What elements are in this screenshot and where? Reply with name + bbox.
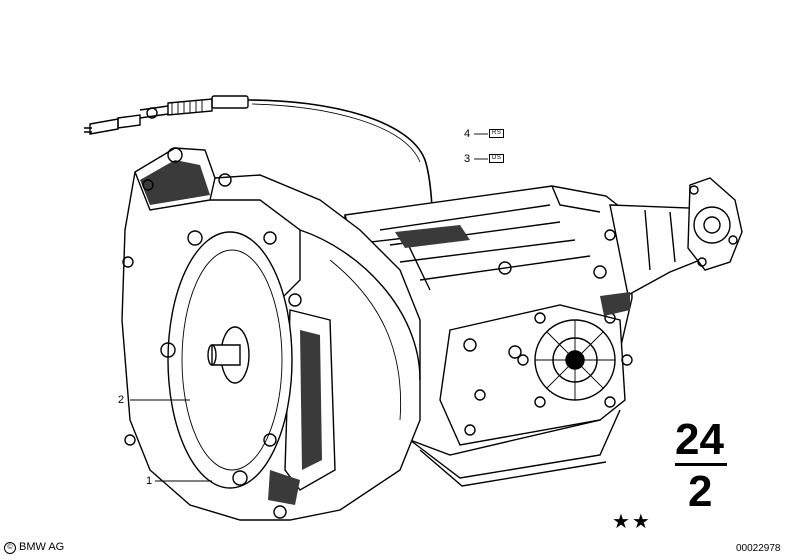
torque-converter [160,230,293,489]
group-number-divider [675,463,727,466]
callout-number-2: 2 [118,394,125,406]
diagram-number: 00022978 [736,543,781,554]
group-number-sub: 2 [688,467,713,516]
callout-leaders [130,133,488,482]
callout-code-ds: DS [489,154,505,163]
copyright-text: BMW AG [19,541,65,553]
rating-stars: ★★ [612,511,652,533]
group-number-main: 24 [675,415,724,464]
callout-code-rs: RS [489,129,505,138]
callout-number-4: 4 [464,128,471,140]
copyright-notice: © BMW AG [4,541,64,554]
copyright-icon: © [4,541,16,554]
callout-number-1: 1 [146,475,153,487]
callout-number-3: 3 [464,153,471,165]
